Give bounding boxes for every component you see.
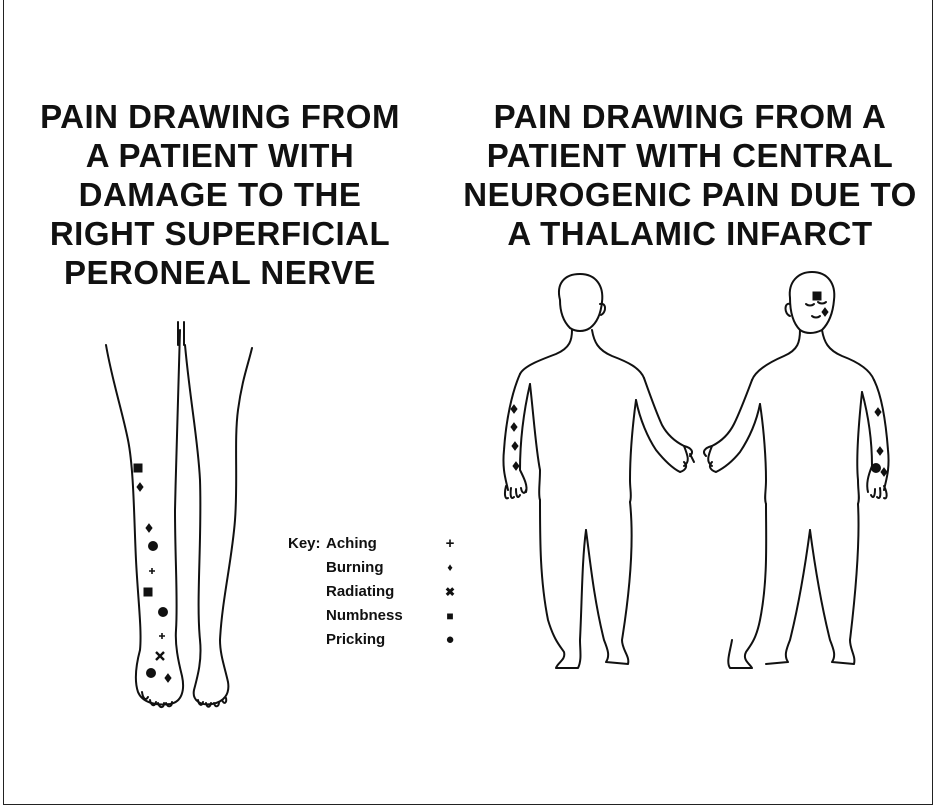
key-label: Numbness [326, 604, 403, 628]
square-pain-marker [144, 588, 152, 596]
plus-pain-marker [149, 568, 155, 574]
circle-pain-marker [872, 464, 881, 473]
diamond-pain-marker [881, 468, 887, 476]
diamond-pain-marker [512, 442, 518, 450]
plus-pain-marker [159, 633, 165, 639]
key-label: Burning [326, 556, 384, 580]
diamond-pain-marker [165, 674, 171, 682]
circle-pain-marker [159, 608, 168, 617]
pricking-symbol-icon: ● [440, 628, 460, 652]
circle-pain-marker [149, 542, 158, 551]
square-pain-marker [813, 292, 821, 300]
legs-drawing [106, 322, 252, 707]
diamond-pain-marker [146, 524, 152, 532]
square-pain-marker [134, 464, 142, 472]
diamond-pain-marker [822, 308, 828, 316]
key-title: Key: [288, 532, 321, 556]
diamond-pain-marker [513, 462, 519, 470]
diamond-pain-marker [137, 483, 143, 491]
aching-symbol-icon: + [440, 532, 460, 556]
burning-symbol-icon: ♦ [440, 556, 460, 580]
diamond-pain-marker [511, 405, 517, 413]
diamond-pain-marker [875, 408, 881, 416]
diamond-pain-marker [511, 423, 517, 431]
key-label: Pricking [326, 628, 385, 652]
key-label: Radiating [326, 580, 394, 604]
circle-pain-marker [147, 669, 156, 678]
diamond-pain-marker [877, 447, 883, 455]
radiating-symbol-icon: ✖ [440, 580, 460, 604]
numbness-symbol-icon: ■ [440, 604, 460, 628]
body-back-drawing [503, 274, 694, 668]
body-front-drawing [704, 272, 889, 668]
key-label: Aching [326, 532, 377, 556]
x-pain-marker [156, 652, 164, 660]
